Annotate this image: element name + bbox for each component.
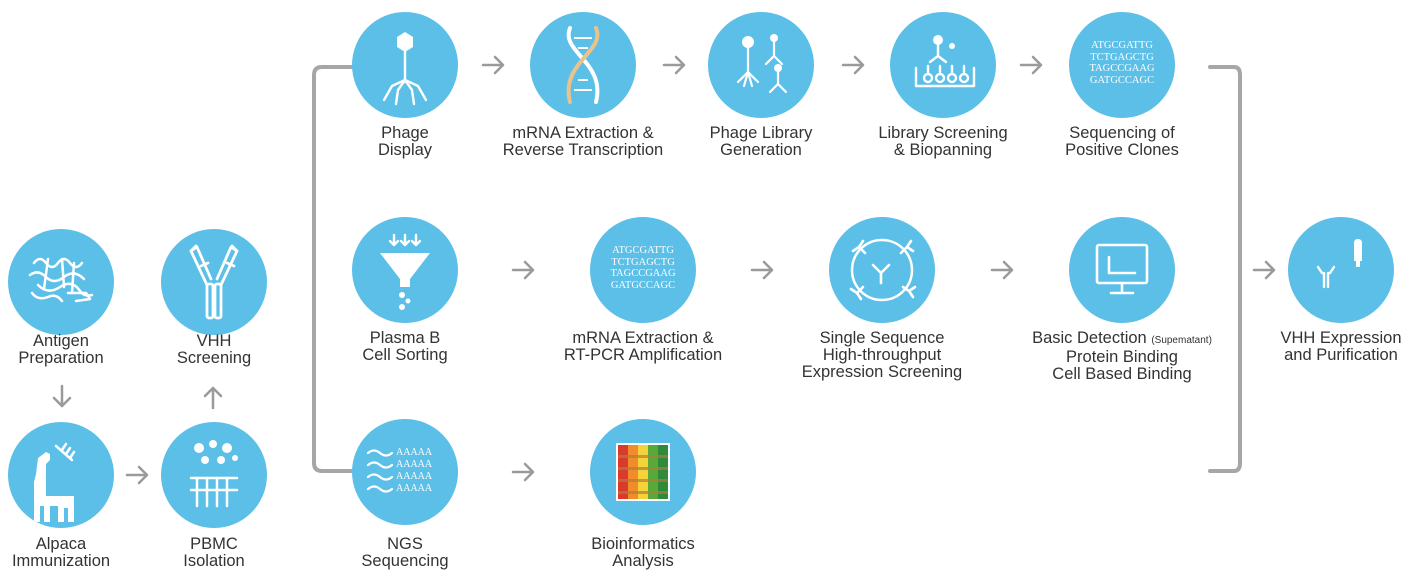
- bioinfo-label-line2: Analysis: [612, 552, 674, 570]
- sequencing-positive-label: Sequencing of Positive Clones: [1022, 125, 1222, 159]
- single-label-line2: High-throughput: [822, 346, 942, 364]
- phage-lib-label-line1: Phage Library: [709, 124, 813, 142]
- single-label-line1: Single Sequence: [819, 329, 945, 347]
- arrow-down-icon: [51, 384, 73, 410]
- bioinformatics-label: Bioinformatics Analysis: [543, 536, 743, 570]
- dna-sequence-icon: ATGCGATTG TCTGAGCTG TAGCCGAAG GATGCCAGC: [590, 217, 696, 323]
- arrow-right-icon: [1252, 259, 1278, 281]
- antigen-preparation-icon: [8, 229, 114, 335]
- mrna-pcr-label-line2: RT-PCR Amplification: [563, 346, 723, 364]
- seq-line-3: TAGCCGAAG: [1089, 63, 1155, 74]
- seq-line-1: ATGCGATTG: [612, 245, 674, 256]
- pbmc-isolation-label: PBMC Isolation: [114, 536, 314, 570]
- arrow-right-icon: [990, 259, 1016, 281]
- phage-library-label: Phage Library Generation: [661, 125, 861, 159]
- seq-line-4: GATGCCAGC: [1089, 74, 1155, 86]
- mrna-pcr-label-line1: mRNA Extraction &: [572, 329, 714, 347]
- vhh-expr-label-line1: VHH Expression: [1280, 329, 1402, 347]
- arrow-right-icon: [125, 464, 151, 486]
- vhh-screening-icon: [161, 229, 267, 335]
- phage-label-line1: Phage: [381, 124, 429, 142]
- phage-lib-label-line2: Generation: [720, 141, 802, 159]
- basic-label-line2: Protein Binding: [1066, 348, 1178, 366]
- arrow-right-icon: [511, 259, 537, 281]
- alpaca-immunization-icon: [8, 422, 114, 528]
- ngs-read-2: AAAAA: [396, 459, 433, 470]
- alpaca-immunization-label: Alpaca Immunization: [0, 536, 161, 570]
- lib-screen-label-line2: & Biopanning: [893, 141, 993, 159]
- antigen-label-line1: Antigen: [33, 332, 89, 350]
- alpaca-label-line2: Immunization: [11, 552, 111, 570]
- antigen-label-line2: Preparation: [18, 349, 104, 367]
- phage-display-icon: [352, 12, 458, 118]
- ngs-label-line1: NGS: [387, 535, 423, 553]
- mrna-rt-label-line1: mRNA Extraction &: [512, 124, 654, 142]
- bioinfo-label-line1: Bioinformatics: [591, 535, 695, 553]
- basic-label-line3: Cell Based Binding: [1052, 365, 1192, 383]
- arrow-right-icon: [750, 259, 776, 281]
- arrow-right-icon: [662, 54, 688, 76]
- arrow-right-icon: [481, 54, 507, 76]
- mrna-rt-label-line2: Reverse Transcription: [502, 141, 664, 159]
- mrna-pcr-label: mRNA Extraction & RT-PCR Amplification: [543, 330, 743, 364]
- basic-label-line1: Basic Detection: [1032, 329, 1147, 347]
- mrna-rt-label: mRNA Extraction & Reverse Transcription: [483, 125, 683, 159]
- vhh-expr-label-line2: and Purification: [1284, 346, 1398, 364]
- single-sequence-label: Single Sequence High-throughput Expressi…: [782, 330, 982, 381]
- seq-line-3: TAGCCGAAG: [610, 268, 676, 279]
- ngs-sequencing-label: NGS Sequencing: [305, 536, 505, 570]
- funnel-icon: [352, 217, 458, 323]
- seq-pos-label-line2: Positive Clones: [1065, 141, 1179, 159]
- plasma-b-label: Plasma B Cell Sorting: [305, 330, 505, 364]
- pbmc-label-line2: Isolation: [183, 552, 245, 570]
- vhh-screening-label-line1: VHH: [196, 332, 232, 350]
- monitor-icon: [1069, 217, 1175, 323]
- dna-helix-icon: [530, 12, 636, 118]
- arrow-right-icon: [511, 461, 537, 483]
- antigen-preparation-label: Antigen Preparation: [0, 333, 161, 367]
- seq-line-1: ATGCGATTG: [1091, 40, 1153, 51]
- library-screening-label: Library Screening & Biopanning: [843, 125, 1043, 159]
- alpaca-label-line1: Alpaca: [35, 535, 87, 553]
- phage-display-label: Phage Display: [305, 125, 505, 159]
- pbmc-isolation-icon: [161, 422, 267, 528]
- right-bracket: [1206, 60, 1246, 483]
- seq-line-4: GATGCCAGC: [610, 279, 676, 291]
- ngs-read-1: AAAAA: [396, 447, 433, 458]
- antibody-cell-icon: [829, 217, 935, 323]
- ngs-label-line2: Sequencing: [361, 552, 449, 570]
- plasma-label-line2: Cell Sorting: [362, 346, 448, 364]
- supernatant-note: (Supematant): [1151, 335, 1212, 346]
- seq-line-2: TCTGAGCTG: [1090, 51, 1154, 63]
- arrow-right-icon: [1019, 54, 1045, 76]
- arrow-right-icon: [841, 54, 867, 76]
- left-bracket: [306, 60, 356, 483]
- vhh-expression-icon: [1288, 217, 1394, 323]
- seq-line-2: TCTGAGCTG: [611, 256, 675, 268]
- ngs-read-4: AAAAA: [396, 483, 433, 494]
- dna-sequence-icon: ATGCGATTG TCTGAGCTG TAGCCGAAG GATGCCAGC: [1069, 12, 1175, 118]
- library-screening-icon: [890, 12, 996, 118]
- ngs-reads-icon: AAAAA AAAAA AAAAA AAAAA: [352, 419, 458, 525]
- seq-pos-label-line1: Sequencing of: [1069, 124, 1175, 142]
- pbmc-label-line1: PBMC: [190, 535, 238, 553]
- bioinformatics-heatmap-icon: [590, 419, 696, 525]
- arrow-up-icon: [202, 384, 224, 410]
- vhh-expression-label: VHH Expression and Purification: [1241, 330, 1420, 364]
- ngs-read-3: AAAAA: [396, 471, 433, 482]
- phage-label-line2: Display: [377, 141, 433, 159]
- single-label-line3: Expression Screening: [801, 363, 963, 381]
- vhh-screening-label: VHH Screening: [114, 333, 314, 367]
- vhh-screening-label-line2: Screening: [176, 349, 252, 367]
- plasma-label-line1: Plasma B: [369, 329, 441, 347]
- lib-screen-label-line1: Library Screening: [878, 124, 1008, 142]
- phage-library-icon: [708, 12, 814, 118]
- basic-detection-label: Basic Detection (Supematant) Protein Bin…: [1022, 330, 1222, 383]
